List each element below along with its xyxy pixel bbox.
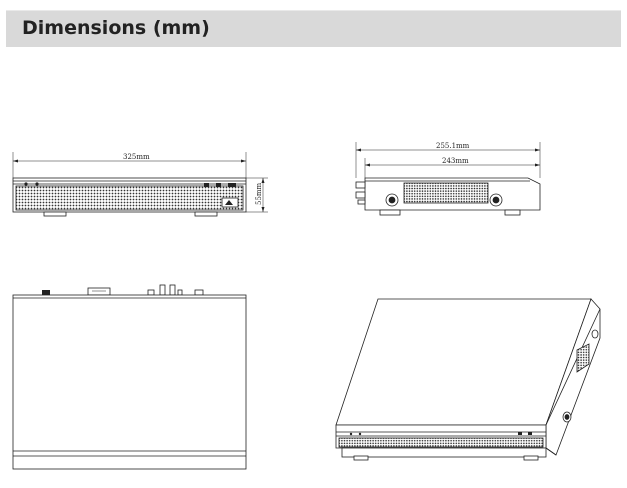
front-height-label: 55mm <box>255 182 263 205</box>
page-title: Dimensions (mm) <box>22 17 210 39</box>
side-body-depth-label: 243mm <box>442 157 469 165</box>
section-header: Dimensions (mm) <box>6 10 621 47</box>
front-width-label: 325mm <box>123 153 150 161</box>
front-view <box>12 152 268 217</box>
side-overall-depth-label: 255.1mm <box>436 142 470 150</box>
side-view <box>355 142 541 216</box>
top-view <box>12 284 247 470</box>
isometric-view <box>335 298 601 461</box>
